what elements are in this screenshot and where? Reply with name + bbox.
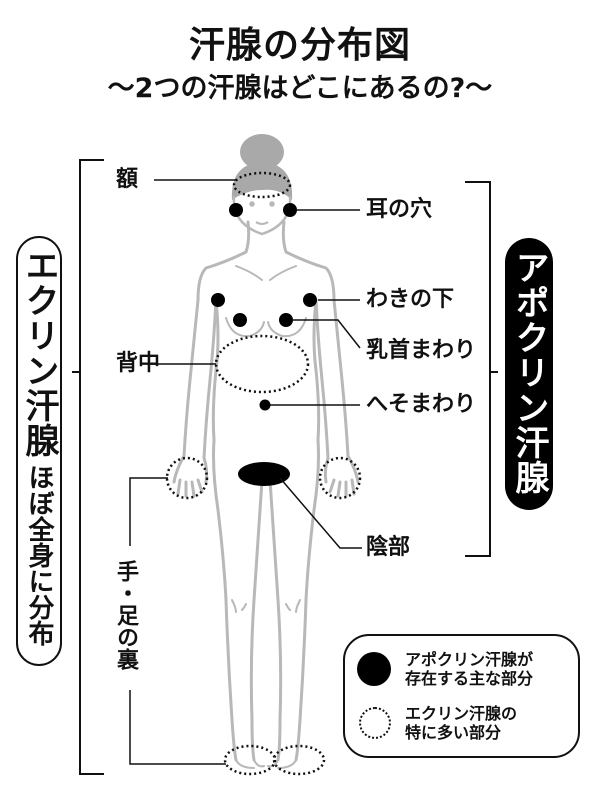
- eccrine-bracket: [72, 159, 104, 775]
- dotted-circle-icon: [359, 707, 391, 739]
- label-ear-canal: 耳の穴: [366, 197, 433, 222]
- apocrine-bracket: [465, 181, 498, 557]
- diagram-subtitle: ～2つの汗腺はどこにあるの?～: [107, 73, 493, 104]
- apocrine-gland-name: アポクリン汗腺: [509, 250, 549, 495]
- right-nipple-region: [279, 313, 293, 327]
- left-ear-region: [229, 203, 243, 217]
- genital-region: [238, 462, 290, 486]
- left-nipple-region: [233, 313, 247, 327]
- legend-item-apocrine: アポクリン汗腺が 存在する主な部分: [345, 650, 533, 688]
- label-forehead: 額: [116, 167, 139, 192]
- diagram-title: 汗腺の分布図: [188, 25, 411, 66]
- eccrine-gland-category: エクリン汗腺 ほぼ全身に分布: [16, 236, 62, 666]
- filled-circle-icon: [357, 652, 391, 686]
- forehead-region: [232, 171, 292, 199]
- left-hand-region: [165, 456, 209, 500]
- hair: [231, 134, 293, 200]
- legend-eccrine-line2: 特に多い部分: [405, 723, 502, 742]
- right-hand-region: [318, 456, 362, 500]
- back-region: [214, 334, 310, 394]
- apocrine-gland-category: アポクリン汗腺: [505, 238, 553, 510]
- face: [232, 195, 292, 236]
- legend-box: アポクリン汗腺が 存在する主な部分 エクリン汗腺の 特に多い部分: [343, 634, 580, 758]
- legend-eccrine-line1: エクリン汗腺の: [405, 704, 518, 723]
- eccrine-gland-description: ほぼ全身に分布: [24, 464, 54, 646]
- apocrine-regions: [211, 203, 317, 486]
- eccrine-regions: [165, 171, 362, 776]
- label-nipple-area: 乳首まわり: [366, 338, 477, 363]
- legend-apocrine-line2: 存在する主な部分: [405, 669, 534, 688]
- body-outline: [172, 220, 360, 769]
- label-genitals: 陰部: [366, 535, 411, 560]
- right-armpit-region: [303, 293, 317, 307]
- label-armpit: わきの下: [366, 287, 455, 312]
- left-armpit-region: [211, 293, 225, 307]
- label-back: 背中: [116, 351, 161, 376]
- legend-apocrine-line1: アポクリン汗腺が: [405, 650, 534, 669]
- label-hands-feet-soles: 手・足の裏: [112, 556, 138, 674]
- leader-lines: [129, 179, 362, 765]
- left-foot-region: [223, 744, 277, 776]
- navel-region: [259, 399, 271, 411]
- eccrine-gland-name: エクリン汗腺: [19, 248, 59, 458]
- label-navel-area: へそまわり: [366, 392, 477, 417]
- right-foot-region: [272, 744, 326, 776]
- right-ear-region: [283, 203, 297, 217]
- legend-item-eccrine: エクリン汗腺の 特に多い部分: [345, 704, 517, 742]
